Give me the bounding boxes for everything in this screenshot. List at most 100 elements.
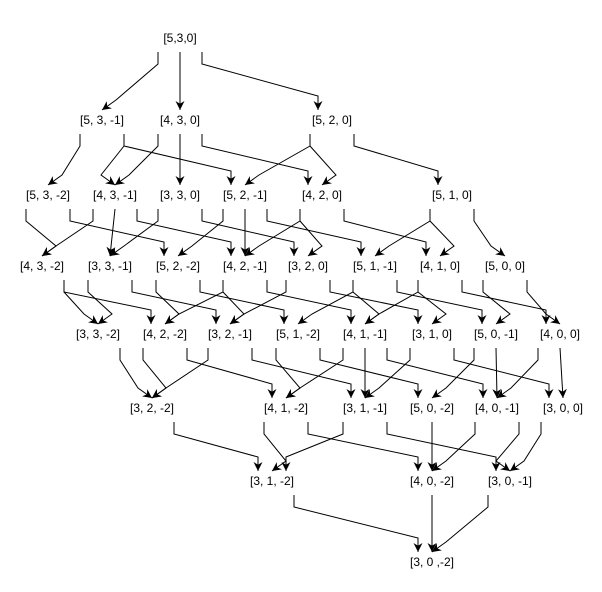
edge-5-2--1-to-5-1--1 <box>266 209 366 256</box>
node-5-0--1: [5, 0, -1] <box>474 327 518 341</box>
edge-4-3-0-to-4-2-0 <box>201 134 313 185</box>
node-3-2--2: [3, 2, -2] <box>130 401 174 415</box>
edge-4-2--1-to-4-2--2 <box>164 280 224 325</box>
edge-3-0-0-to-3-0--1 <box>509 422 542 472</box>
edge-5-3--1-to-4-3--1 <box>100 134 125 186</box>
edge-4-3--2-to-3-3--2 <box>63 280 99 325</box>
edge-5-0--1-to-4-0--1 <box>492 347 502 399</box>
node-5-3--1: [5, 3, -1] <box>80 113 124 127</box>
edge-4-2-0-to-4-1-0 <box>343 209 431 256</box>
edge-4-1--1-to-4-0--1 <box>386 348 488 398</box>
edge-4-3--1-to-3-3--1 <box>106 208 116 257</box>
edge-4-3--1-to-4-3--2 <box>41 209 94 257</box>
edge-5-1--1-to-5-1--2 <box>297 280 354 325</box>
node-5-0-0: [5, 0, 0] <box>485 259 525 273</box>
edge-4-0--1-to-3-0--1 <box>495 422 520 472</box>
edge-3-3--1-to-3-2--1 <box>131 280 221 324</box>
edge-3-3-0-to-3-3--1 <box>109 209 159 257</box>
node-4-0--1: [4, 0, -1] <box>475 401 519 415</box>
edge-3-3--1-to-3-3--2 <box>87 280 113 325</box>
edge-5-3--2-to-5-2--2 <box>69 209 169 256</box>
edge-5-3-0-to-5-2-0 <box>201 52 323 110</box>
edge-3-2--1-to-3-2--2 <box>151 348 209 399</box>
edge-4-1--2-to-3-1--2 <box>263 422 287 472</box>
edge-4-1-0-to-4-1--1 <box>364 280 419 325</box>
edge-3-2--1-to-3-1--1 <box>251 348 356 398</box>
edge-5-1-0-to-5-0-0 <box>473 209 506 257</box>
edge-3-0--1-to-3-0--2 <box>431 495 489 553</box>
edge-5-2--2-to-5-1--2 <box>199 280 289 324</box>
edge-3-1--1-to-3-1--2 <box>281 422 344 471</box>
edge-4-0--1-to-4-0--2 <box>431 422 476 472</box>
edge-3-1--1-to-3-0--1 <box>386 422 501 471</box>
edge-5-2--2-to-4-2--2 <box>155 280 180 325</box>
edge-4-2-0-to-3-2-0 <box>299 209 323 257</box>
node-3-1--2: [3, 1, -2] <box>250 474 294 488</box>
node-4-0-0: [4, 0, 0] <box>540 327 580 341</box>
edge-5-1--2-to-5-0--2 <box>319 348 423 398</box>
node-3-1--1: [3, 1, -1] <box>343 401 387 415</box>
edge-5-2--1-to-5-2--2 <box>177 209 224 257</box>
edge-4-1--2-to-4-0--2 <box>307 422 423 471</box>
edge-3-1-0-to-3-0-0 <box>453 348 554 398</box>
edges <box>25 52 567 553</box>
node-4-1--1: [4, 1, -1] <box>343 327 387 341</box>
edge-5-3--1-to-5-3--2 <box>47 134 81 186</box>
node-3-0-0: [3, 0, 0] <box>543 401 583 415</box>
node-5-1--1: [5, 1, -1] <box>353 259 397 273</box>
edge-3-2-0-to-3-1-0 <box>329 280 423 324</box>
edge-4-0-0-to-3-0-0 <box>557 347 567 399</box>
edge-5-2-0-to-5-2--1 <box>244 134 311 186</box>
edge-5-0--1-to-5-0--2 <box>431 348 475 399</box>
node-4-2-0: [4, 2, 0] <box>302 188 342 202</box>
node-3-0--2: [3, 0 ,-2] <box>410 555 454 569</box>
node-5-3-0: [5,3,0] <box>163 31 196 45</box>
edge-4-3--1-to-4-2--1 <box>136 209 236 256</box>
node-5-3--2: [5, 3, -2] <box>26 188 70 202</box>
node-4-1--2: [4, 1, -2] <box>264 401 308 415</box>
node-5-2--1: [5, 2, -1] <box>223 188 267 202</box>
edge-5-0-0-to-4-0-0 <box>526 280 561 325</box>
edge-4-3-0-to-4-3--1 <box>114 134 159 186</box>
node-4-3-0: [4, 3, 0] <box>160 113 200 127</box>
edge-3-2--2-to-3-1--2 <box>173 422 263 471</box>
node-4-2--1: [4, 2, -1] <box>223 259 267 273</box>
node-3-1-0: [3, 1, 0] <box>412 327 452 341</box>
node-5-1-0: [5, 1, 0] <box>432 188 472 202</box>
edge-3-2-0-to-3-2--1 <box>229 280 287 325</box>
node-3-3--2: [3, 3, -2] <box>76 327 120 341</box>
edge-5-3--1-to-5-2--1 <box>123 134 236 185</box>
node-4-3--1: [4, 3, -1] <box>93 188 137 202</box>
edge-4-2--1-to-4-1--1 <box>266 280 356 324</box>
node-5-1--2: [5, 1, -2] <box>276 327 320 341</box>
edge-4-1-0-to-4-0-0 <box>461 280 551 324</box>
edge-5-3-0-to-5-3--1 <box>101 52 159 111</box>
edge-5-1-0-to-5-1--1 <box>374 209 431 257</box>
edge-3-1-0-to-3-1--1 <box>364 348 411 399</box>
node-4-0--2: [4, 0, -2] <box>410 474 454 488</box>
edge-4-1-0-to-3-1-0 <box>417 280 447 325</box>
edge-4-0-0-to-4-0--1 <box>496 348 539 399</box>
node-3-3-0: [3, 3, 0] <box>160 188 200 202</box>
node-4-3--2: [4, 3, -2] <box>20 259 64 273</box>
node-3-2-0: [3, 2, 0] <box>288 259 328 273</box>
node-3-0--1: [3, 0, -1] <box>488 474 532 488</box>
edge-4-2--2-to-4-1--2 <box>186 348 277 398</box>
node-3-2--1: [3, 2, -1] <box>208 327 252 341</box>
edge-4-1--1-to-4-1--2 <box>285 348 344 399</box>
edge-5-1--1-to-5-0--1 <box>396 280 487 324</box>
node-5-2-0: [5, 2, 0] <box>312 113 352 127</box>
edge-5-2-0-to-4-2-0 <box>309 134 337 186</box>
node-5-0--2: [5, 0, -2] <box>410 401 454 415</box>
node-4-2--2: [4, 2, -2] <box>143 327 187 341</box>
node-3-3--1: [3, 3, -1] <box>88 259 132 273</box>
edge-3-3-0-to-3-2-0 <box>201 209 299 256</box>
edge-4-3--2-to-4-2--2 <box>63 280 156 324</box>
nodes: [5,3,0] [5, 3, -1] [4, 3, 0] [5, 2, 0] [5, 3… <box>20 31 583 569</box>
edge-5-1-0-to-4-1-0 <box>429 209 455 257</box>
edge-3-1--2-to-3-0--2 <box>293 495 423 552</box>
node-5-2--2: [5, 2, -2] <box>156 259 200 273</box>
edge-4-2--1-to-3-2--1 <box>222 280 245 325</box>
edge-5-0-0-to-5-0--1 <box>482 280 511 325</box>
